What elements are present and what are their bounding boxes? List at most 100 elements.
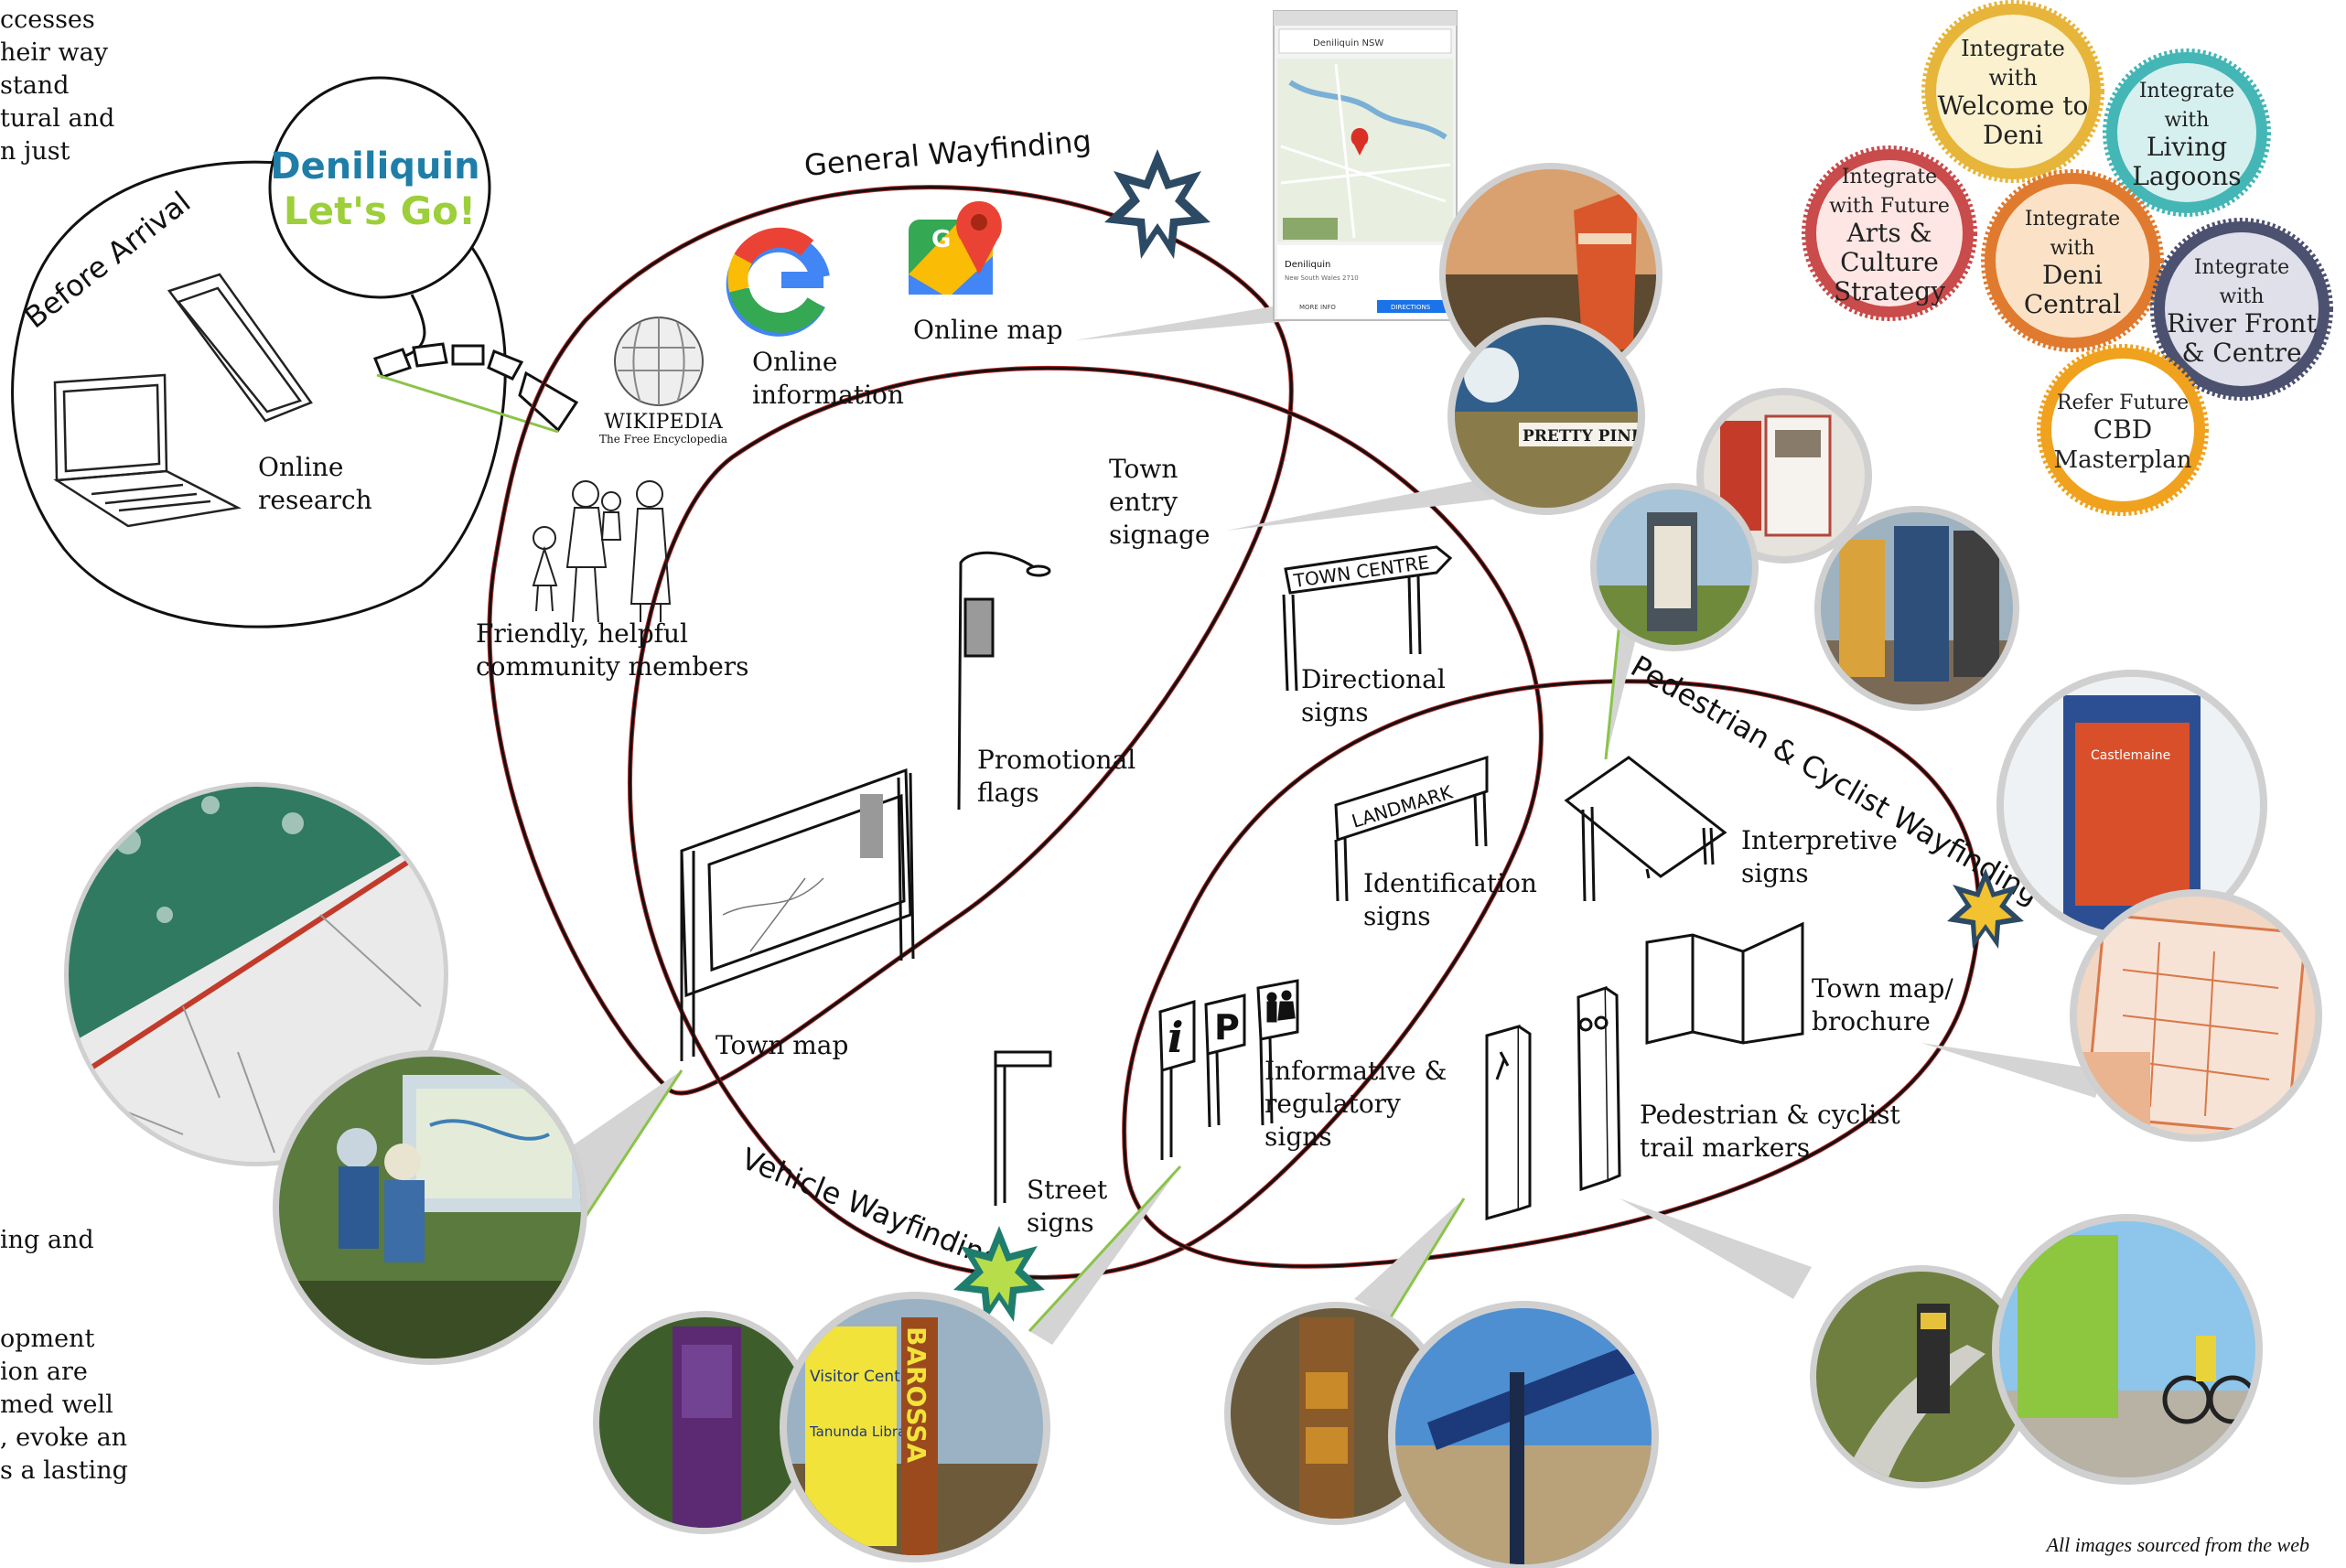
- online-map-callout: [1075, 302, 1299, 340]
- star-teal-icon: [953, 1226, 1045, 1322]
- integration-badge-line: Masterplan: [2054, 446, 2192, 474]
- google-g-icon: [726, 227, 830, 337]
- interpretive-callout: [1606, 622, 1638, 759]
- svg-text:New South Wales 2710: New South Wales 2710: [1285, 274, 1359, 282]
- pretty-pine-sign-photo: PRETTY PINE: [1447, 317, 1645, 515]
- integration-badge-line: Central: [2024, 289, 2121, 319]
- logo-connector: [402, 294, 426, 359]
- integration-badge-line: Refer Future: [2057, 392, 2189, 414]
- cyclist-green-sign-photo: [1992, 1214, 2263, 1485]
- svg-text:Castlemaine: Castlemaine: [2091, 748, 2170, 763]
- entry-signage-callout: [1226, 476, 1501, 531]
- side-text-line: heir way: [0, 38, 108, 67]
- star-blue-icon: [1104, 149, 1211, 259]
- side-text-line: ccesses: [0, 5, 95, 34]
- integration-badge-line: Culture: [1840, 247, 1939, 277]
- logo-line1: Deniliquin: [270, 145, 479, 188]
- logo-line2: Let's Go!: [284, 188, 476, 233]
- cyclist-marker-icon: [1577, 985, 1621, 1192]
- brochure-icon: [1645, 921, 1804, 1045]
- integration-badge-line: with: [2050, 237, 2095, 260]
- integration-badge-line: with: [1988, 65, 2037, 91]
- online-map-label: Online map: [913, 315, 1063, 345]
- interpretive-photo-2: [1590, 483, 1759, 651]
- logo-circle: [268, 76, 491, 299]
- trail-markers-callout-1: [1354, 1198, 1464, 1317]
- side-text-line: s a lasting: [0, 1456, 128, 1485]
- landmark-sign-icon: [1334, 755, 1489, 902]
- parking-sign-icon: P: [1204, 993, 1246, 1128]
- svg-text:Deniliquin: Deniliquin: [1285, 260, 1330, 270]
- interpretive-sign-icon: [1564, 756, 1727, 902]
- map-app-screenshot: Deniliquin NSW Deniliquin New South Wale…: [1273, 10, 1458, 321]
- barossa-sign-photo: Visitor Centre Tanunda Library BAROSSA: [780, 1292, 1050, 1563]
- wikipedia-sub: The Free Encyclopedia: [599, 433, 727, 446]
- integration-badge-line: with: [2220, 285, 2265, 308]
- side-text-line: opment: [0, 1325, 95, 1353]
- side-text-line: n just: [0, 137, 70, 166]
- castlemaine-brochure-photo: Castlemaine: [1996, 670, 2267, 940]
- integration-badge-line: Integrate: [1842, 166, 1937, 188]
- path-signs-photo: [1810, 1265, 2033, 1488]
- svg-text:PRETTY PINE: PRETTY PINE: [1523, 427, 1643, 446]
- integration-badge-line: Deni: [2042, 260, 2103, 290]
- integration-badge-line: with: [2165, 109, 2210, 132]
- general-wayfinding-title: General Wayfinding: [802, 124, 1092, 183]
- google-maps-icon: G: [909, 201, 1002, 295]
- street-sign-icon: [994, 1050, 1052, 1206]
- town-map-brochure-label: Town map/brochure: [1812, 973, 1953, 1036]
- integration-badge-line: Welcome to: [1938, 91, 2089, 121]
- svg-text:Tanunda Library: Tanunda Library: [809, 1423, 920, 1440]
- integration-badge-line: Deni: [1983, 120, 2043, 150]
- visitor-centre-sign-photo: [593, 1311, 816, 1534]
- integration-badge-line: Integrate: [2139, 80, 2234, 102]
- integration-badge-line: Lagoons: [2132, 161, 2241, 191]
- cyclists-at-map-photo: [273, 1050, 587, 1365]
- svg-text:DIRECTIONS: DIRECTIONS: [1391, 304, 1431, 311]
- integration-badge-line: & Centre: [2181, 338, 2301, 368]
- toilets-sign-icon: [1256, 979, 1299, 1126]
- integration-badge-line: Strategy: [1834, 276, 1945, 306]
- before-arrival-outline: [11, 160, 507, 628]
- community-members-icon: [532, 480, 672, 623]
- town-map-label: Town map: [716, 1030, 848, 1060]
- svg-text:BAROSSA: BAROSSA: [901, 1326, 931, 1463]
- arrival-arrows: [373, 342, 579, 433]
- side-text-line: ing and: [0, 1226, 94, 1254]
- star-gold-icon: [1947, 868, 2024, 949]
- side-text-line: ion are: [0, 1358, 88, 1386]
- svg-text:P: P: [1214, 1007, 1240, 1047]
- integration-badge-line: Integrate: [2194, 256, 2289, 279]
- integration-badge-line: River Front: [2167, 308, 2317, 338]
- svg-text:i: i: [1168, 1013, 1183, 1062]
- wikipedia-globe-icon: [614, 317, 704, 406]
- image-credit: All images sourced from the web: [2046, 1533, 2309, 1556]
- pedestrian-wayfinding-title: Pedestrian & Cyclist Wayfinding: [1625, 649, 2046, 911]
- blue-fingerpost-photo: [1388, 1301, 1659, 1568]
- integration-badge-line: Arts &: [1846, 218, 1932, 248]
- laptop-icon: [53, 373, 242, 528]
- integration-badge-line: CBD: [2093, 414, 2152, 445]
- svg-text:Visitor Centre: Visitor Centre: [810, 1368, 916, 1386]
- svg-text:Deniliquin NSW: Deniliquin NSW: [1313, 38, 1383, 48]
- phone-icon: [167, 273, 313, 423]
- map-illustration-photo: [64, 782, 448, 1166]
- integration-badge-line: Integrate: [2025, 208, 2120, 231]
